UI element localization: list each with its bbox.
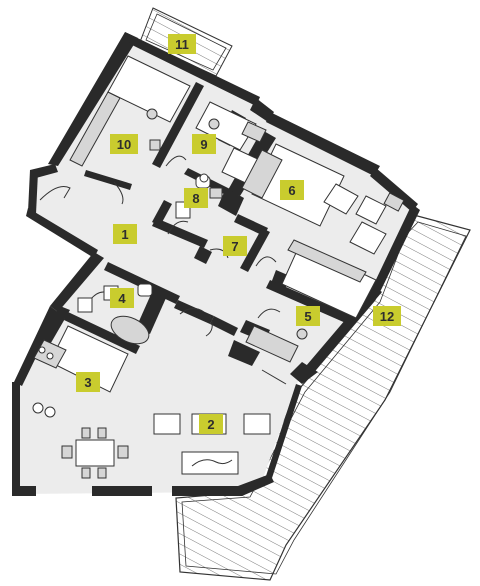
room-label-9: 9 xyxy=(192,134,216,154)
furniture xyxy=(32,55,405,479)
svg-text:3: 3 xyxy=(84,375,91,390)
door-swings xyxy=(39,155,281,337)
svg-text:5: 5 xyxy=(304,309,311,324)
svg-text:12: 12 xyxy=(380,309,394,324)
svg-text:8: 8 xyxy=(192,191,199,206)
room-label-1: 1 xyxy=(113,224,137,244)
svg-text:6: 6 xyxy=(288,183,295,198)
room-label-6: 6 xyxy=(280,180,304,200)
room-label-8: 8 xyxy=(184,188,208,208)
svg-text:9: 9 xyxy=(200,137,207,152)
svg-text:2: 2 xyxy=(207,417,214,432)
room-label-5: 5 xyxy=(296,306,320,326)
room-label-11: 11 xyxy=(168,34,196,54)
room-label-4: 4 xyxy=(110,288,134,308)
room-label-2: 2 xyxy=(199,414,223,434)
room-label-10: 10 xyxy=(110,134,138,154)
room-label-7: 7 xyxy=(223,236,247,256)
svg-text:7: 7 xyxy=(231,239,238,254)
room-labels: 1 2 3 4 5 6 7 8 xyxy=(76,34,401,434)
svg-text:10: 10 xyxy=(117,137,131,152)
svg-text:1: 1 xyxy=(121,227,128,242)
exterior-walls xyxy=(12,32,420,496)
room-label-3: 3 xyxy=(76,372,100,392)
svg-text:4: 4 xyxy=(118,291,126,306)
room-label-12: 12 xyxy=(373,306,401,326)
svg-text:11: 11 xyxy=(175,37,189,52)
